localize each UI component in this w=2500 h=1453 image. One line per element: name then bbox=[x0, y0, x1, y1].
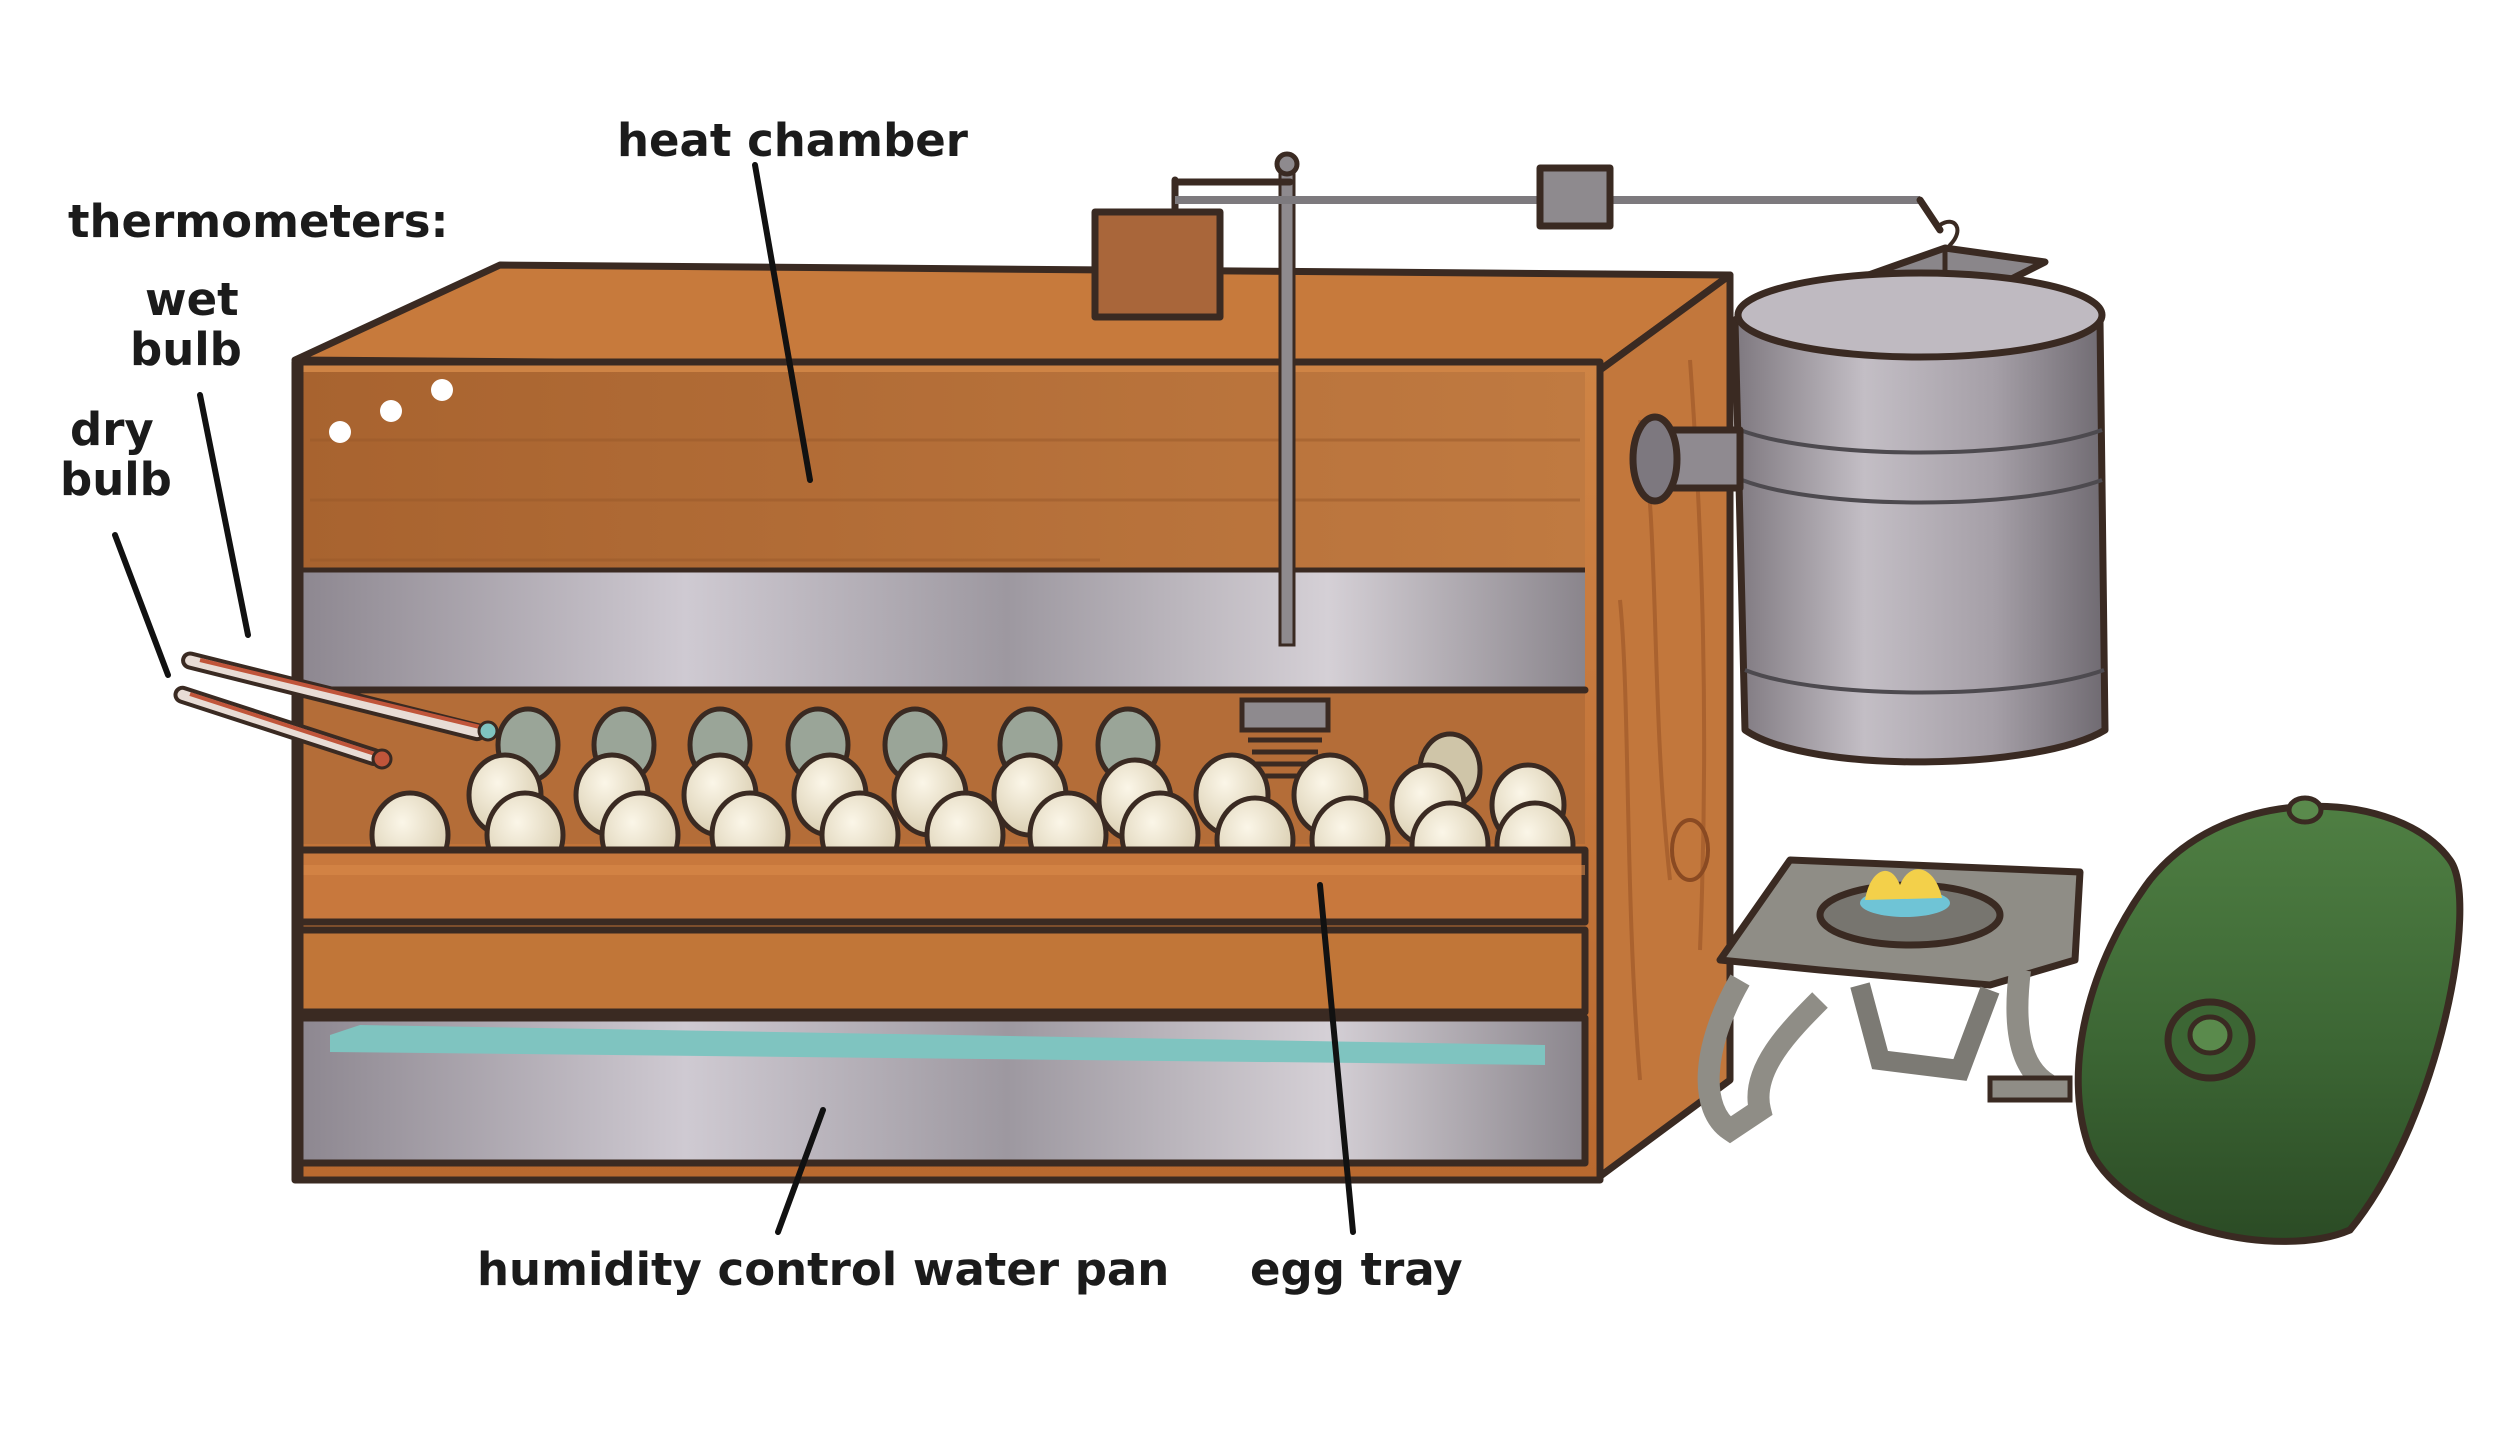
leader-dry-bulb bbox=[112, 532, 171, 678]
heater-drum bbox=[1629, 269, 2109, 766]
flame-yellow bbox=[1865, 869, 1942, 900]
incubator-box bbox=[291, 163, 1734, 1184]
chamber-grain bbox=[310, 438, 1580, 562]
leader-wet-bulb bbox=[197, 392, 251, 638]
box-top bbox=[291, 261, 1734, 374]
tank-body bbox=[2074, 802, 2464, 1245]
tank-valve bbox=[2187, 1014, 2233, 1056]
heat-plate bbox=[300, 570, 1585, 690]
drawer-board bbox=[296, 926, 1589, 1016]
leader-heat-chamber bbox=[752, 162, 813, 483]
propane-tank bbox=[2074, 795, 2464, 1245]
burner-stove bbox=[1697, 856, 2084, 1144]
thermostat-coil bbox=[1239, 697, 1331, 779]
thermometer-dry-bulb bbox=[173, 685, 393, 770]
vent-hole-2 bbox=[380, 400, 402, 422]
vent-hole-1 bbox=[329, 421, 351, 443]
eggs-back-row bbox=[495, 706, 1483, 809]
label-dry-bulb-line1: dry bbox=[70, 403, 154, 456]
stove-leg-mid bbox=[1850, 982, 2000, 1081]
drum-band-1 bbox=[1739, 428, 2103, 455]
wood-knot bbox=[1670, 818, 1710, 882]
label-wet-bulb-line1: wet bbox=[145, 273, 239, 326]
label-heat-chamber: heat chamber bbox=[617, 114, 969, 167]
label-dry-bulb-line2: bulb bbox=[60, 453, 172, 506]
leader-egg-tray bbox=[1317, 882, 1356, 1235]
thermometer-wet-bulb bbox=[181, 651, 499, 742]
tank-top-cap bbox=[2286, 795, 2324, 825]
leader-water-pan bbox=[775, 1107, 826, 1235]
gas-hose bbox=[1987, 1075, 2073, 1103]
drum-band-2 bbox=[1741, 478, 2103, 505]
drum-top bbox=[1734, 269, 2106, 361]
thermostat-rod bbox=[1278, 163, 1296, 647]
counterweight-box bbox=[1091, 208, 1224, 321]
egg-tray-board bbox=[296, 846, 1589, 926]
stove-leg-right bbox=[2006, 968, 2064, 1101]
lever-weight bbox=[1536, 164, 1614, 230]
label-egg-tray: egg tray bbox=[1250, 1243, 1463, 1296]
label-thermometers: thermometers: bbox=[68, 195, 448, 248]
label-wet-bulb-line2: bulb bbox=[130, 323, 242, 376]
vent-hole-3 bbox=[431, 379, 453, 401]
water-surface bbox=[330, 1025, 1545, 1065]
label-humidity-pan: humidity control water pan bbox=[477, 1243, 1169, 1296]
drum-inlet-flange bbox=[1629, 413, 1681, 505]
stove-leg-left bbox=[1697, 974, 1828, 1144]
drum-band-3 bbox=[1744, 668, 2105, 695]
